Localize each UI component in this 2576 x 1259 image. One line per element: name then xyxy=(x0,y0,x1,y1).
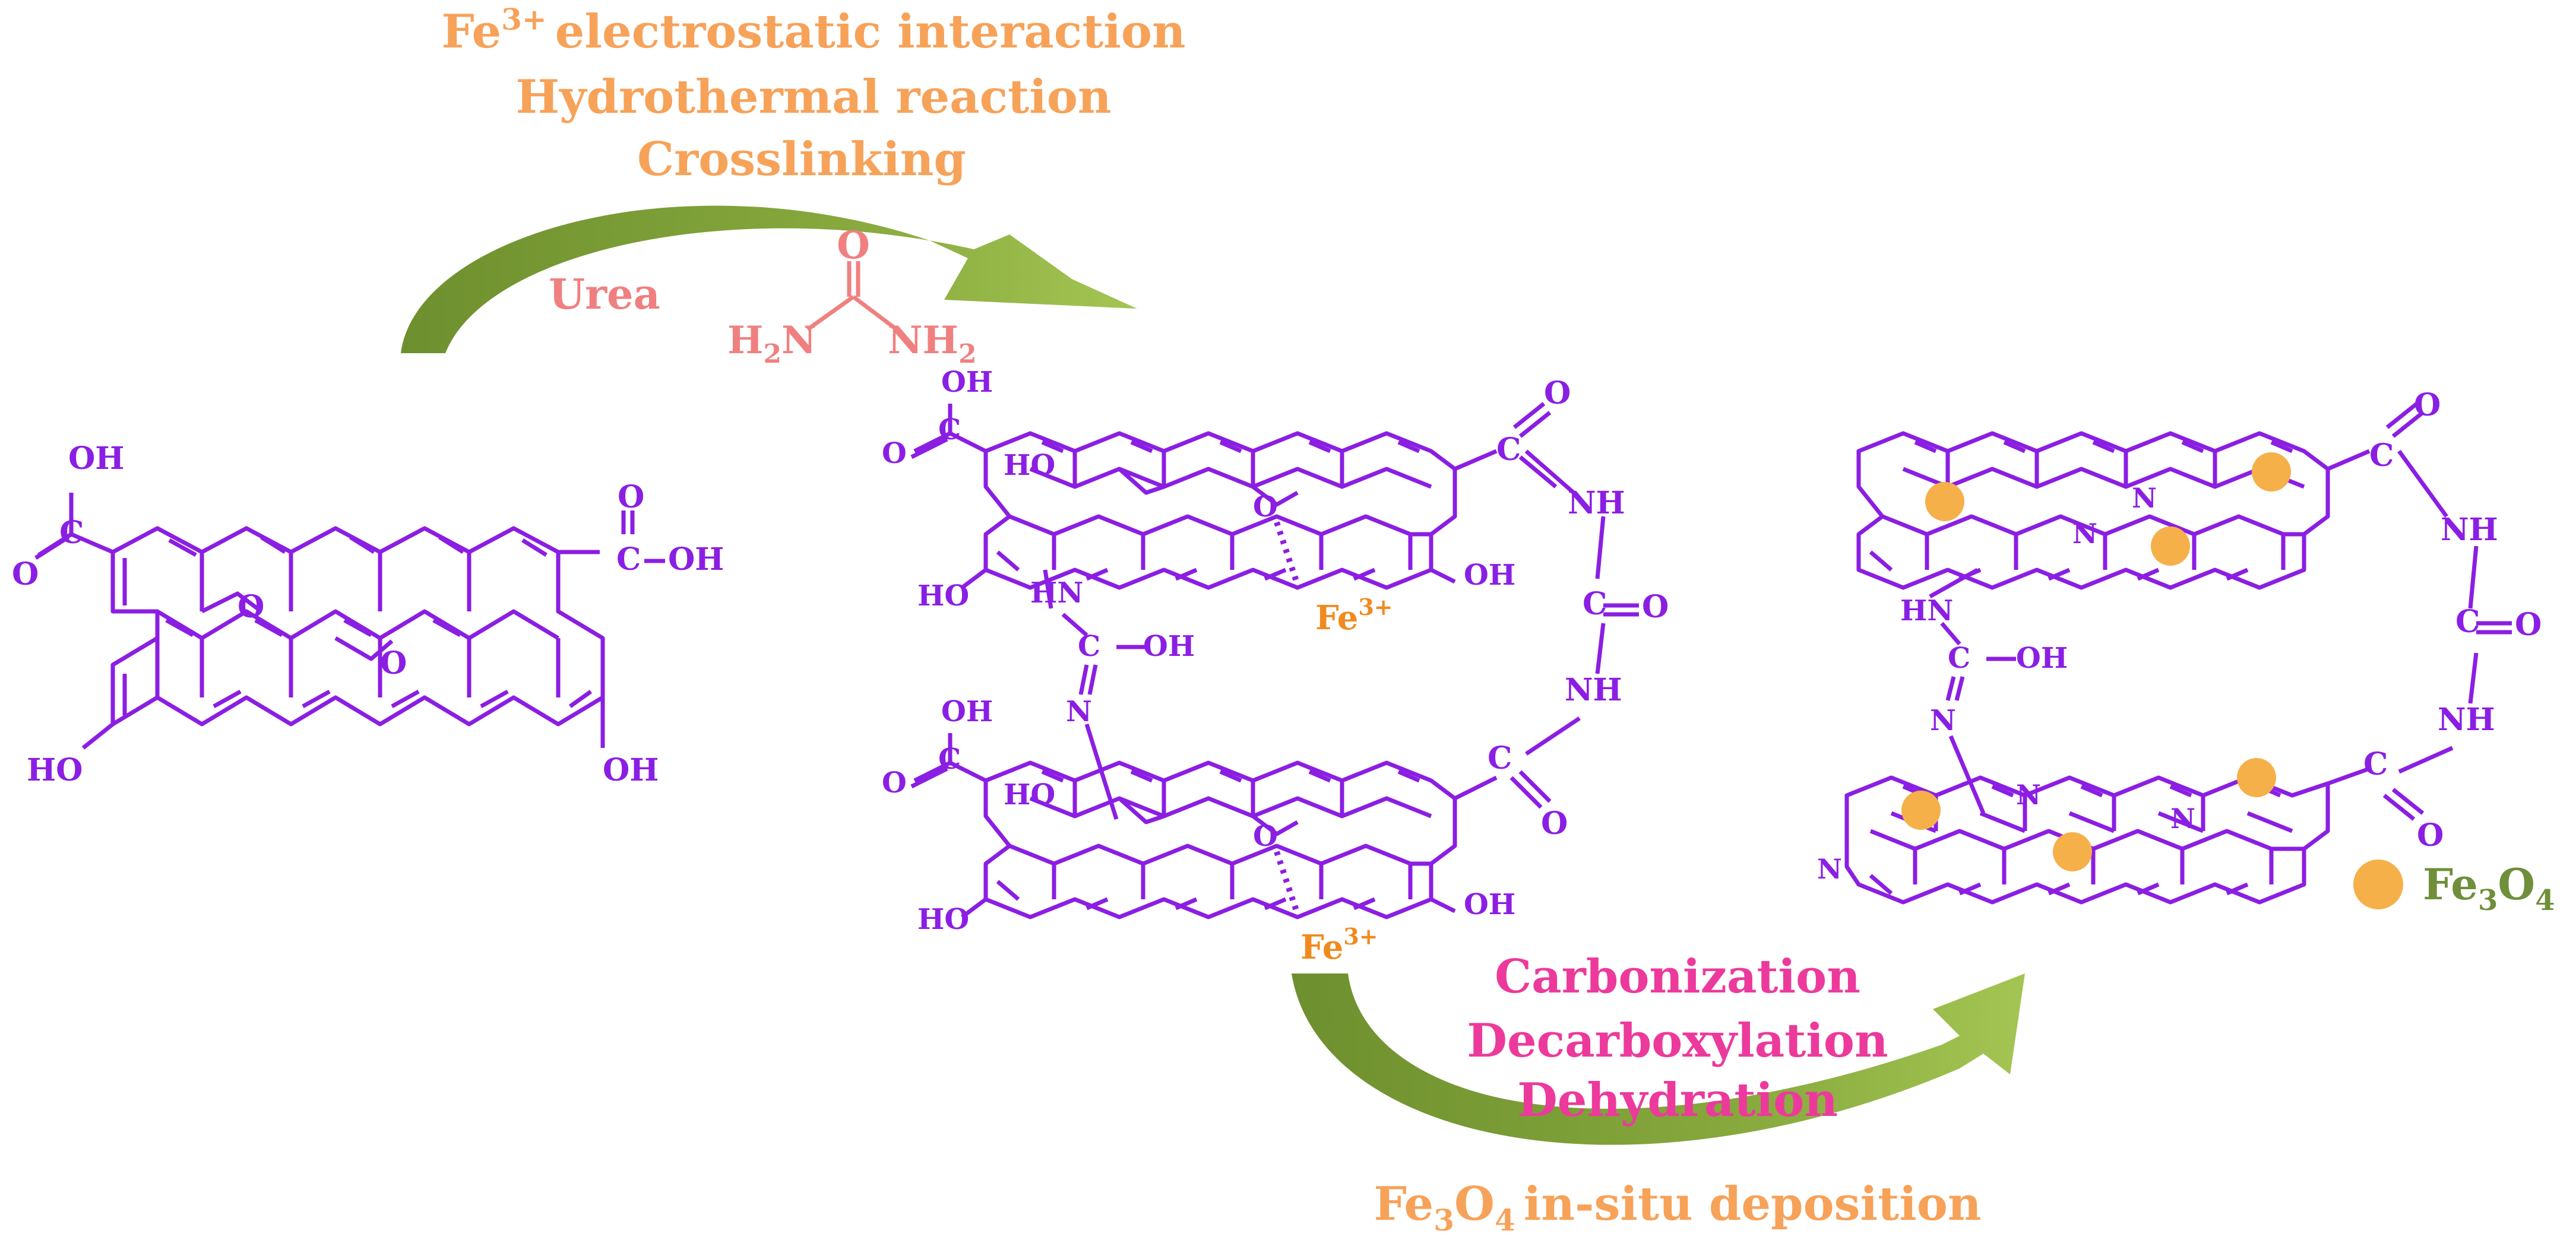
chain-o3: O xyxy=(1541,805,1568,842)
bot-epoxy: O xyxy=(1253,820,1278,853)
top-oh-right: OH xyxy=(1464,559,1515,592)
chain-o2: O xyxy=(1642,589,1669,625)
product-chain-nh2: NH xyxy=(2438,702,2495,738)
step2-line1: Carbonization xyxy=(1495,950,1860,1004)
bot-ho-left: HO xyxy=(917,903,969,936)
product-bridge-oh: OH xyxy=(2016,642,2068,675)
nanoparticle xyxy=(2053,832,2092,871)
curved-arrow-step2 xyxy=(1292,973,2025,1145)
nanoparticle xyxy=(2252,452,2291,491)
product-bridge-c: C xyxy=(1948,642,1970,675)
step1-label-line3: Crosslinking xyxy=(637,132,966,186)
bot-oh-right: OH xyxy=(1464,888,1515,921)
chain-c2: C xyxy=(1583,586,1607,622)
product-chain-o2: O xyxy=(2515,607,2542,643)
fe3o4-nanoparticles xyxy=(1901,452,2291,871)
step1-label-line1: Fe3+electrostatic interaction xyxy=(441,2,1185,59)
top-cooh-c: C xyxy=(938,413,961,446)
go-oh-bottom-right: OH xyxy=(603,752,659,788)
bridge-oh: OH xyxy=(1143,630,1195,663)
product-bottom-sheet xyxy=(1844,766,2371,905)
nanoparticle xyxy=(1901,791,1941,830)
bot-ho-inring: HO xyxy=(1004,778,1055,811)
urea-nh2: NH2 xyxy=(888,318,977,369)
product-n-bot-1: N xyxy=(2016,779,2041,811)
go-cooh-left-oh: OH xyxy=(68,440,124,477)
chain-nh2: NH xyxy=(1565,672,1622,708)
go-cooh-left-c: C xyxy=(59,515,84,551)
curved-arrow-step1 xyxy=(401,205,1137,353)
urea-crosslink-chain xyxy=(1509,449,1639,809)
product-chain-c1: C xyxy=(2369,437,2394,474)
product-chain-c2: C xyxy=(2455,604,2480,640)
chain-nh1: NH xyxy=(1568,485,1625,521)
crosslinked-bottom-sheet xyxy=(910,733,1498,924)
product-n-top-1: N xyxy=(2132,482,2157,514)
step2-line2: Decarboxylation xyxy=(1467,1014,1888,1068)
bridge-c: C xyxy=(1078,630,1100,663)
top-cooh-oh: OH xyxy=(941,366,993,399)
chain-o1: O xyxy=(1544,375,1571,411)
legend-fe3o4-marker xyxy=(2353,860,2403,909)
bridge-n: N xyxy=(1066,695,1092,728)
crosslinked-top-sheet xyxy=(910,402,1558,595)
product-chain-o3: O xyxy=(2417,817,2444,854)
product-n-bot-3: N xyxy=(1817,853,1842,885)
go-cooh-left-o: O xyxy=(12,556,39,592)
step2-line3: Dehydration xyxy=(1517,1073,1838,1127)
urea-structure xyxy=(806,261,898,331)
go-epoxy-1: O xyxy=(238,589,264,625)
chain-c3: C xyxy=(1488,740,1512,776)
product-chain xyxy=(2382,449,2512,821)
legend-fe3o4-label: Fe3O4 xyxy=(2423,859,2555,917)
chain-c1: C xyxy=(1496,432,1521,468)
bot-cooh-o: O xyxy=(882,766,907,800)
step1-label-line2: Hydrothermal reaction xyxy=(515,70,1111,124)
product-bridge-n: N xyxy=(1930,704,1956,737)
go-oh-bottom-left: HO xyxy=(27,752,83,788)
bot-fe-ion: Fe3+ xyxy=(1300,923,1378,967)
nanoparticle xyxy=(2151,527,2190,566)
go-epoxy-2: O xyxy=(380,645,407,681)
go-cooh-right-c: C xyxy=(616,541,641,578)
product-bridge xyxy=(1929,567,2016,814)
top-ho-left: HO xyxy=(917,579,969,613)
go-cooh-right-oh: OH xyxy=(668,541,724,578)
graphene-oxide-sheet xyxy=(34,493,665,750)
product-n-bot-2: N xyxy=(2170,803,2195,835)
product-top-sheet xyxy=(1856,402,2425,590)
product-chain-c3: C xyxy=(2363,746,2388,782)
top-cooh-o: O xyxy=(882,437,907,470)
product-n-top-2: N xyxy=(2072,518,2097,550)
product-chain-o1: O xyxy=(2414,387,2441,423)
top-ho-inring: HO xyxy=(1004,449,1055,482)
urea-oxygen: O xyxy=(837,223,870,268)
top-epoxy: O xyxy=(1253,490,1278,524)
bridge-hn: HN xyxy=(1030,576,1083,610)
product-bridge-hn: HN xyxy=(1900,594,1953,627)
bot-cooh-oh: OH xyxy=(941,695,993,728)
top-fe-ion: Fe3+ xyxy=(1315,594,1393,638)
bot-cooh-c: C xyxy=(938,743,961,776)
product-chain-nh1: NH xyxy=(2441,512,2498,548)
urea-label: Urea xyxy=(549,269,660,319)
nanoparticle xyxy=(2237,758,2276,797)
nanoparticle xyxy=(1925,482,1964,521)
go-cooh-right-o: O xyxy=(618,479,644,515)
urea-h2n: H2N xyxy=(727,318,817,369)
